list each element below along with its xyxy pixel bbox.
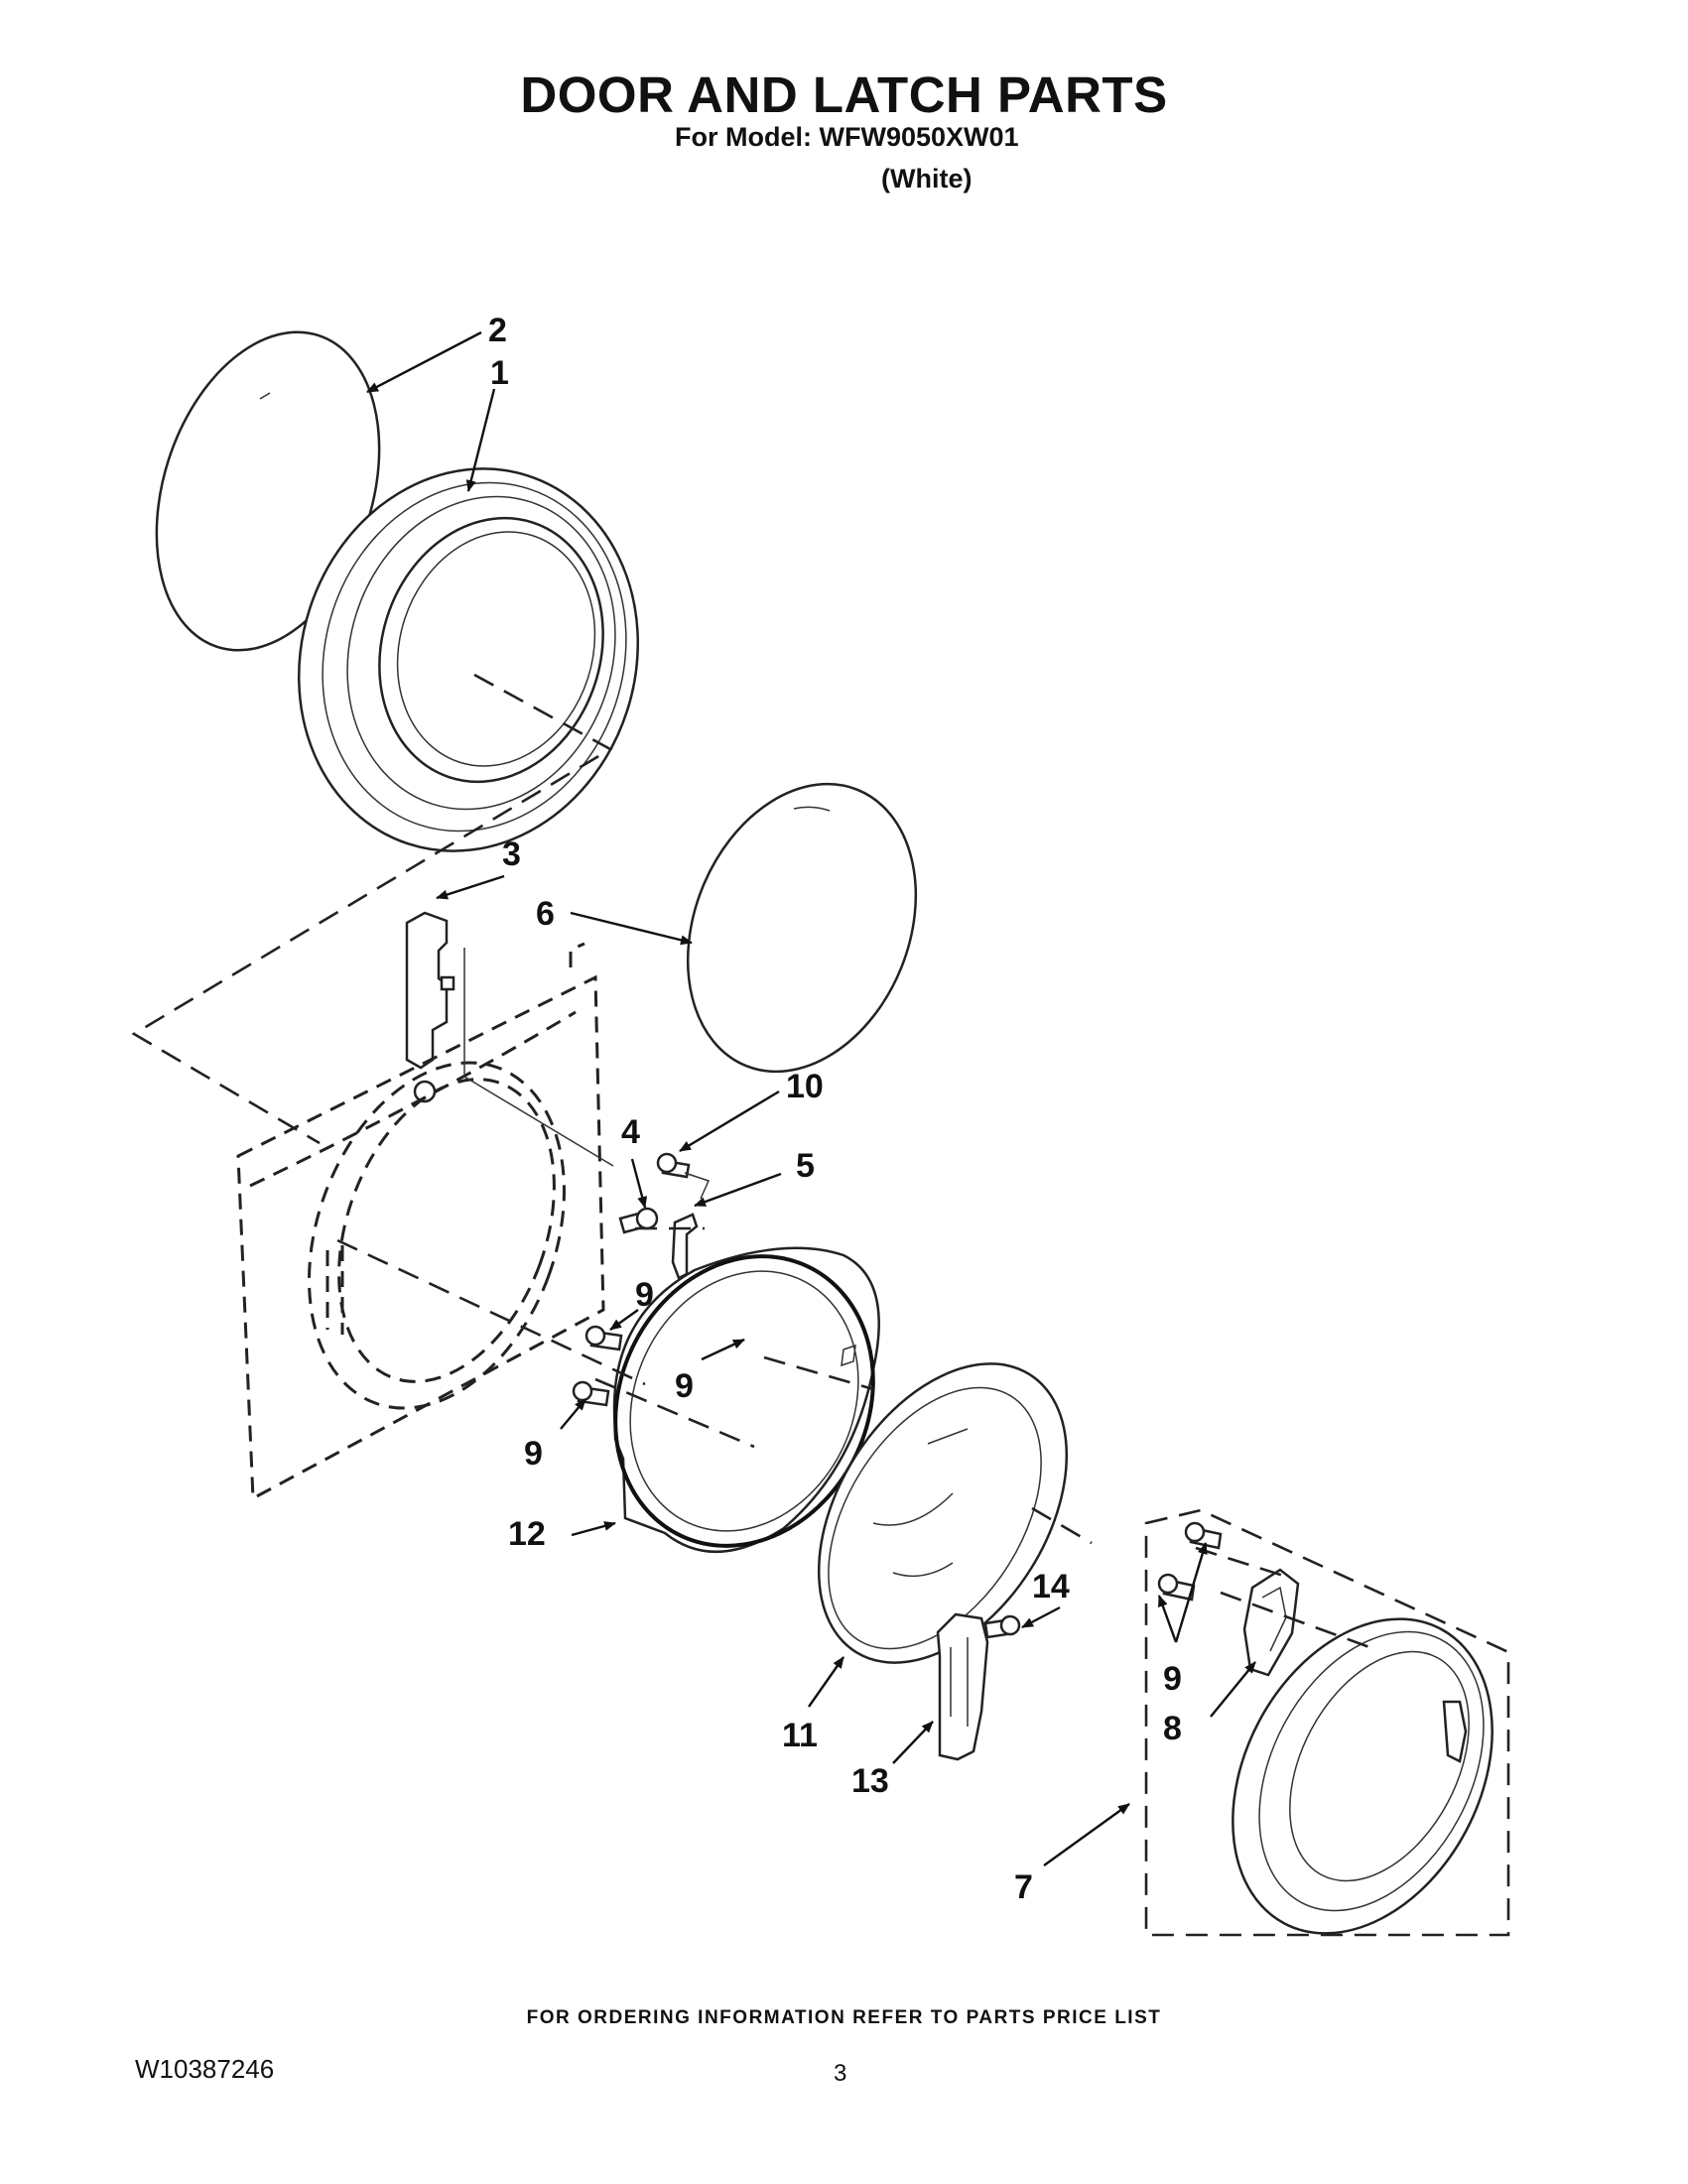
part-9-screw-right-lower [1157, 1573, 1196, 1602]
part-11-inner-door-bowl [817, 1362, 1069, 1664]
page-title: DOOR AND LATCH PARTS [520, 66, 1168, 123]
part-6-inner-glass [686, 782, 918, 1074]
part-13-latch [936, 1612, 989, 1761]
part-9-screw-left-lower [572, 1380, 610, 1407]
assembly-lines [131, 673, 1370, 1649]
callout-14: 14 [1032, 1568, 1070, 1606]
page-number: 3 [834, 2060, 847, 2087]
callout-6: 6 [536, 895, 555, 933]
callout-10: 10 [786, 1068, 824, 1105]
callout-3: 3 [502, 835, 521, 873]
callout-5: 5 [796, 1147, 815, 1185]
callout-11: 11 [782, 1717, 818, 1754]
callout-leaders [366, 330, 1256, 1866]
callout-13: 13 [851, 1762, 889, 1800]
callout-9-b: 9 [675, 1367, 694, 1405]
ordering-note: FOR ORDERING INFORMATION REFER TO PARTS … [526, 2007, 1162, 2028]
document-number: W10387246 [135, 2054, 275, 2084]
part-5-door-strike [671, 1213, 699, 1280]
callout-12: 12 [508, 1515, 546, 1553]
part-7-outer-door-assembly [1144, 1508, 1510, 1937]
model-line: For Model: WFW9050XW01 [675, 122, 1019, 152]
part-9-screw-right-upper [1184, 1521, 1223, 1550]
callout-9-a: 9 [635, 1276, 654, 1314]
callout-7: 7 [1014, 1868, 1033, 1906]
callout-9-c: 9 [524, 1435, 543, 1473]
callout-8: 8 [1163, 1710, 1182, 1747]
part-8-door-handle [1242, 1568, 1300, 1677]
callout-4: 4 [621, 1113, 640, 1151]
callout-2: 2 [488, 312, 507, 349]
callout-1: 1 [490, 354, 509, 392]
callout-9-d: 9 [1163, 1660, 1182, 1698]
color-line: (White) [881, 164, 973, 193]
part-10-screw [656, 1152, 691, 1179]
part-14-screw [983, 1614, 1021, 1639]
inner-door-panel-hidden [236, 942, 605, 1501]
part-9-screw-left-upper [584, 1325, 623, 1351]
part-3-hinge [405, 911, 455, 1103]
